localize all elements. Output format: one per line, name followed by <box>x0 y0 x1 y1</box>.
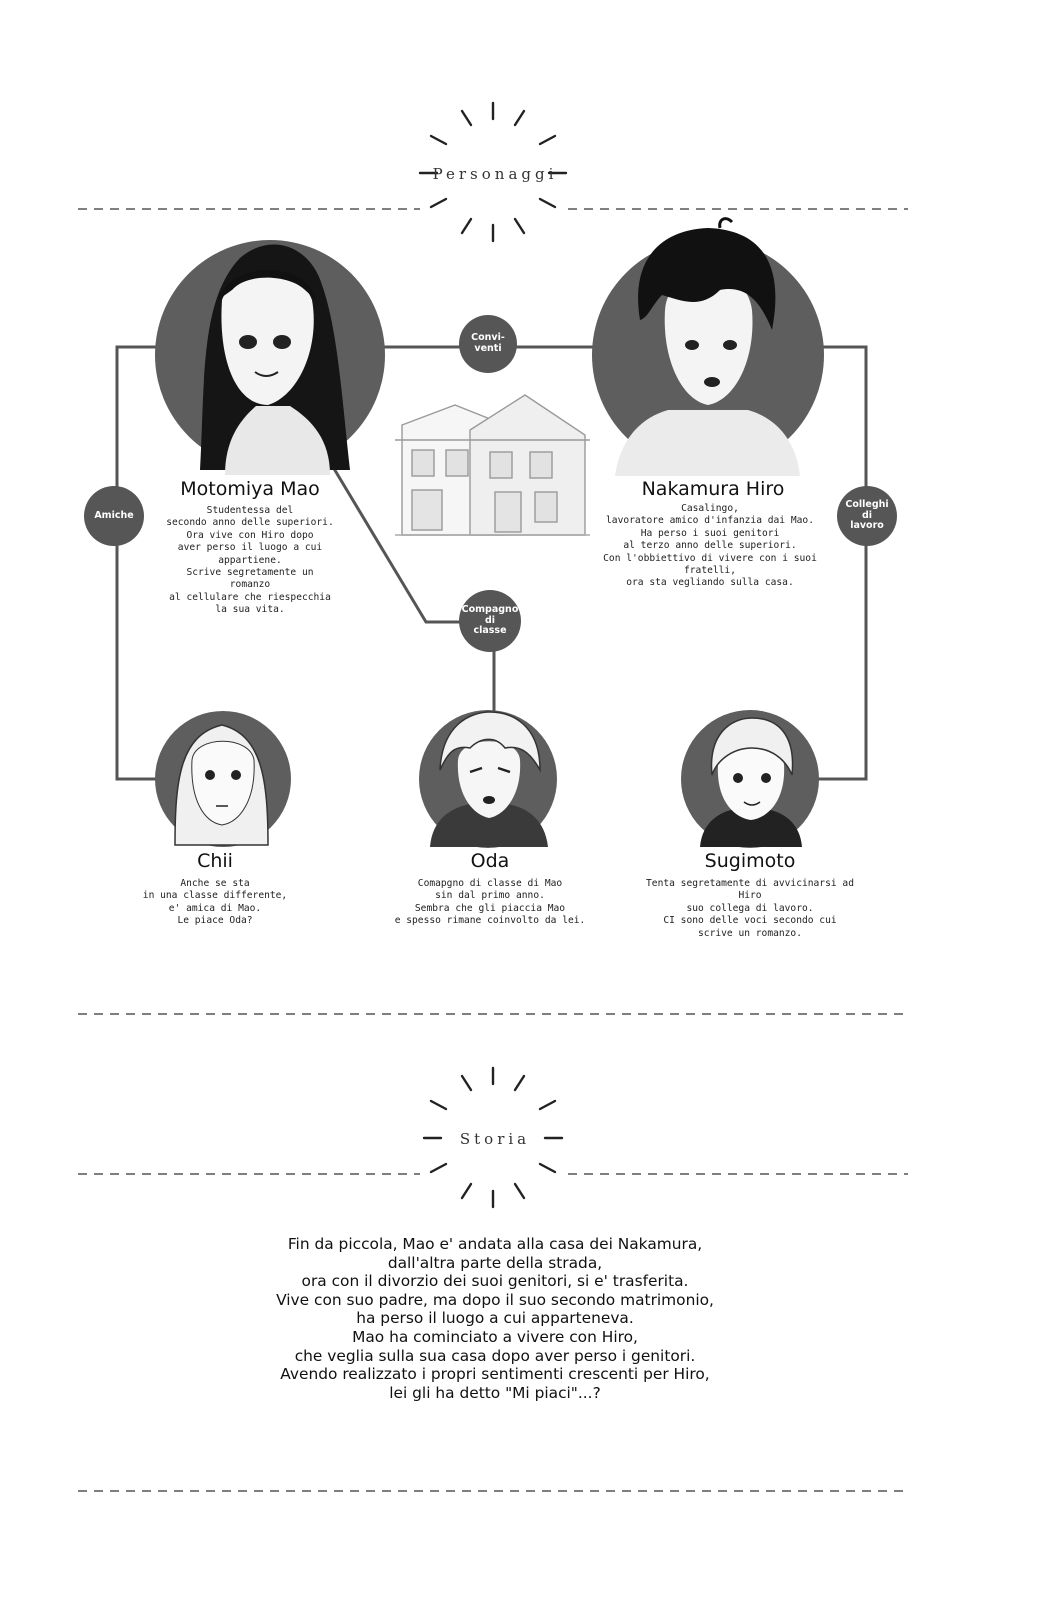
characters-section-heading: Personaggi <box>432 165 558 183</box>
sunburst-ornament-bottom <box>422 1066 564 1209</box>
mao-portrait-art <box>200 244 350 475</box>
hiro-portrait-art <box>615 217 800 476</box>
character-name-sugimoto: Sugimoto <box>704 850 796 872</box>
relation-tag-coworkers: Colleghi di lavoro <box>845 499 889 531</box>
house-illustration <box>395 394 590 536</box>
relation-tag-classmate: Compagno di classe <box>461 604 519 636</box>
character-name-mao: Motomiya Mao <box>180 478 320 500</box>
sugimoto-portrait-art <box>700 717 802 847</box>
relation-tag-cohabitants: Convi- venti <box>471 332 505 354</box>
character-description-chii: Anche se sta in una classe differente, e… <box>142 878 288 927</box>
dashed-separators <box>78 208 908 1492</box>
character-description-hiro: Casalingo, lavoratore amico d'infanzia d… <box>603 503 817 589</box>
chii-portrait-art <box>174 724 269 846</box>
sunburst-ornament-top <box>418 101 568 243</box>
relation-tag-friends: Amiche <box>94 510 134 521</box>
character-description-oda: Comapgno di classe di Mao sin dal primo … <box>394 878 586 927</box>
story-paragraph: Fin da piccola, Mao e' andata alla casa … <box>276 1235 714 1402</box>
character-description-mao: Studentessa del secondo anno delle super… <box>166 505 334 616</box>
relation-tag-circles <box>84 315 897 652</box>
character-name-chii: Chii <box>197 850 233 872</box>
story-section-heading: Storia <box>459 1130 531 1148</box>
character-description-sugimoto: Tenta segretamente di avvicinarsi ad Hir… <box>646 878 854 939</box>
character-name-oda: Oda <box>470 850 510 872</box>
oda-portrait-art <box>430 711 548 847</box>
character-name-hiro: Nakamura Hiro <box>641 478 785 500</box>
